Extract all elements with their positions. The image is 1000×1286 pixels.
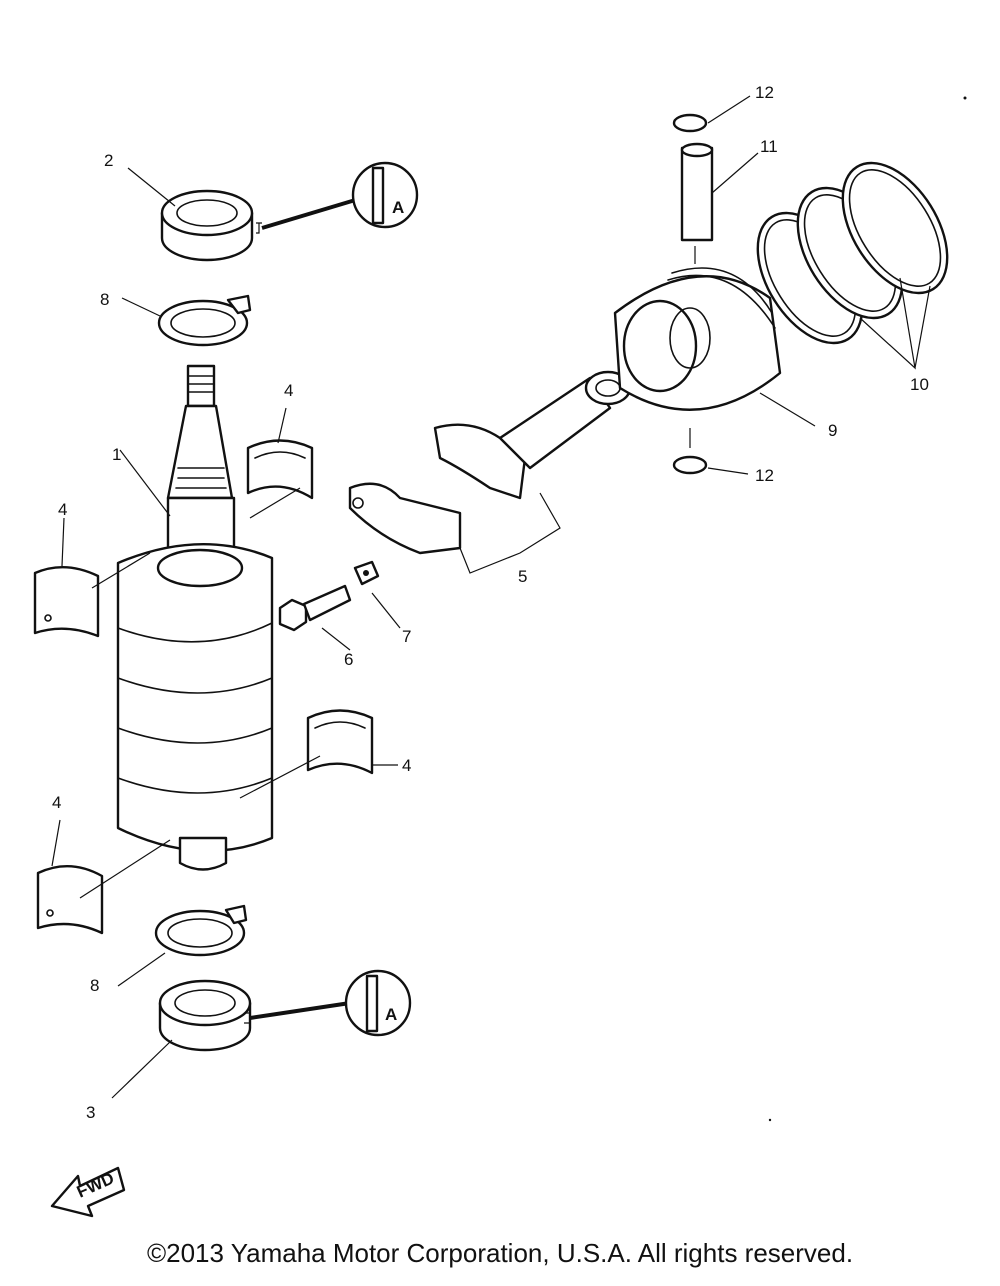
stray-dot (963, 96, 967, 100)
grease-symbol-upper-label: A (392, 198, 404, 217)
connecting-rod (348, 370, 632, 555)
piston-rings (756, 161, 949, 345)
stray-dot (768, 1118, 772, 1122)
callout-8-lower: 8 (90, 976, 99, 995)
callout-8-upper: 8 (100, 290, 109, 309)
callout-4-upper-right: 4 (284, 381, 293, 400)
bolt (278, 584, 352, 632)
callout-6: 6 (344, 650, 353, 669)
washer (353, 560, 380, 586)
callout-4-lower-right: 4 (402, 756, 411, 775)
oil-seal-upper (160, 189, 254, 262)
callout-2: 2 (104, 151, 113, 170)
crankshaft (116, 364, 274, 871)
thrust-washer-upper (157, 294, 252, 347)
main-bearing-upper-right (246, 439, 314, 500)
grease-symbol-upper: A (256, 161, 419, 234)
callout-12-upper: 12 (755, 83, 774, 102)
main-bearing-upper-left (33, 565, 100, 638)
piston (613, 267, 782, 411)
main-bearing-lower-left (36, 864, 104, 935)
fwd-arrow-icon: FWD (50, 1166, 126, 1218)
callout-11: 11 (760, 137, 778, 156)
callout-5: 5 (518, 567, 527, 586)
callout-9: 9 (828, 421, 837, 440)
grease-symbol-lower-label: A (385, 1005, 397, 1024)
oil-seal-lower (158, 979, 252, 1052)
callout-12-lower: 12 (755, 466, 774, 485)
callout-1: 1 (112, 445, 121, 464)
callout-4-upper-left: 4 (58, 500, 67, 519)
piston-pin-clip-lower (672, 455, 708, 475)
callout-3: 3 (86, 1103, 95, 1122)
grease-symbol-lower: A (244, 969, 412, 1037)
callout-7: 7 (402, 627, 411, 646)
piston-pin (680, 142, 714, 242)
copyright-footer: ©2013 Yamaha Motor Corporation, U.S.A. A… (146, 1238, 854, 1268)
callout-10: 10 (910, 375, 929, 394)
thrust-washer-lower (154, 904, 248, 957)
piston-pin-clip-upper (672, 113, 708, 133)
callout-4-lower-left: 4 (52, 793, 61, 812)
main-bearing-lower-right (306, 709, 374, 775)
